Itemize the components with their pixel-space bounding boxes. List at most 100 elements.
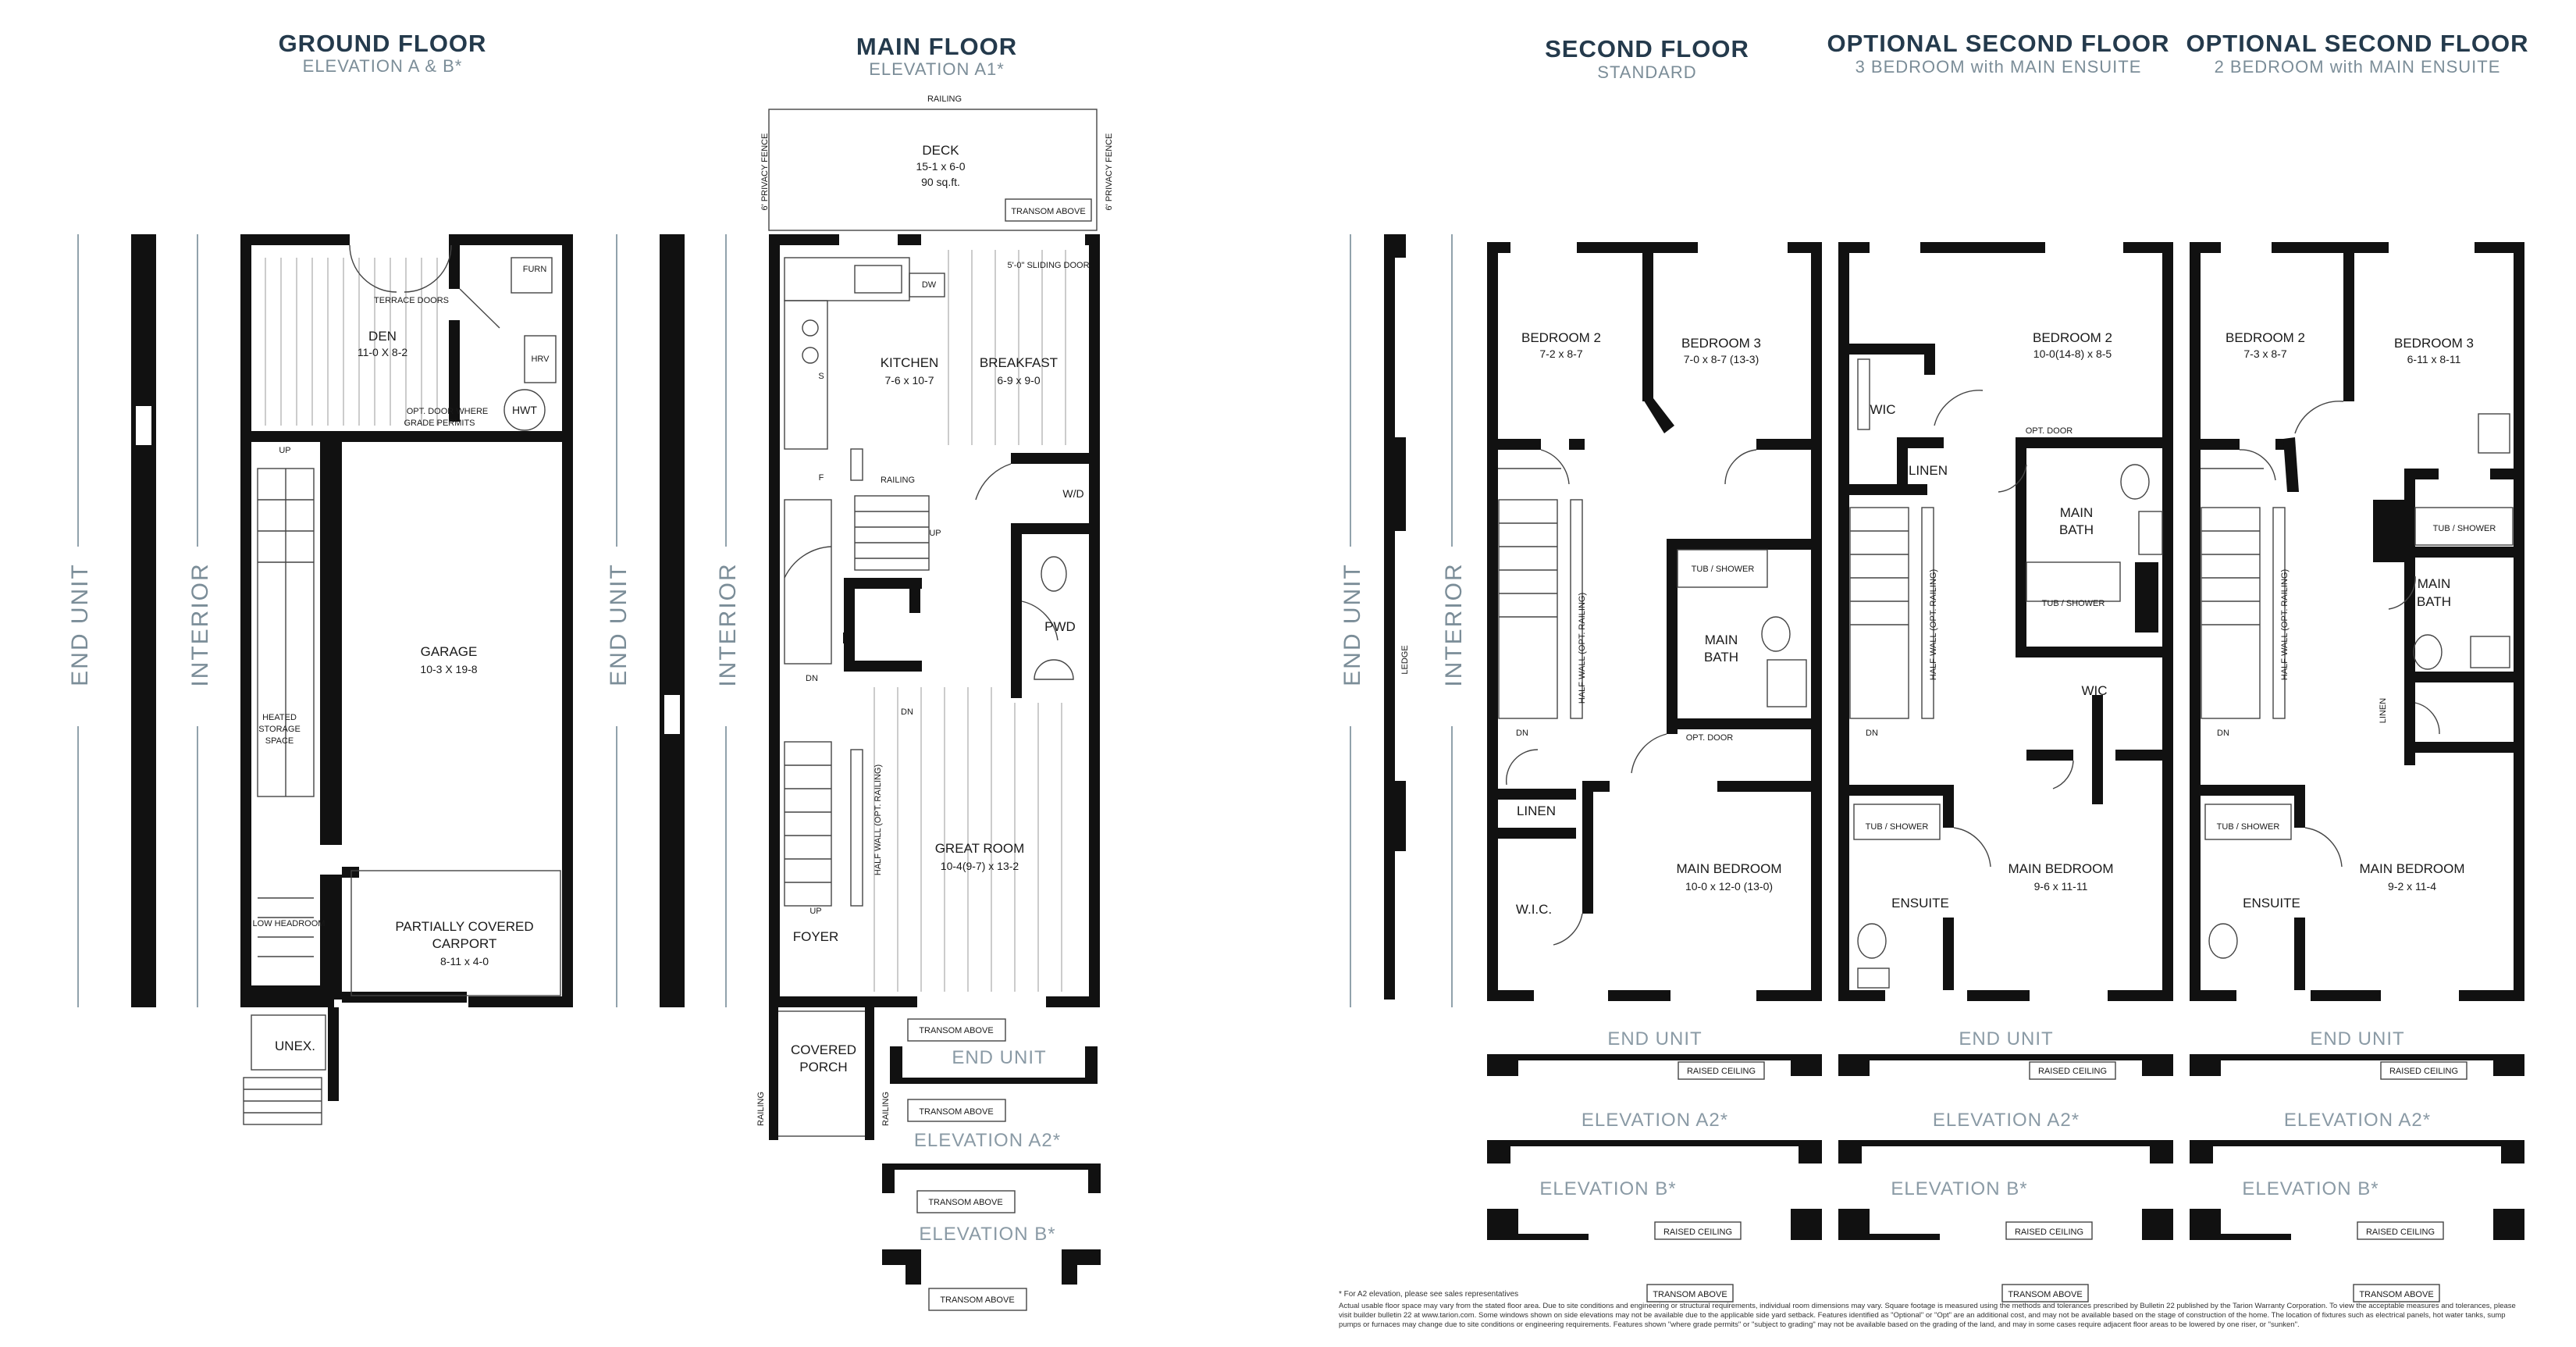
floor-subtitle-ground: ELEVATION A & B* <box>302 56 463 76</box>
hrv-label: HRV <box>531 355 550 364</box>
great-room-label: GREAT ROOM <box>935 841 1025 856</box>
floor-subtitle-opt3: 3 BEDROOM with MAIN ENSUITE <box>1855 57 2142 77</box>
kitchen-size: 7-6 x 10-7 <box>884 374 934 387</box>
second-main-bedroom-size: 10-0 x 12-0 (13-0) <box>1685 880 1773 893</box>
second-raised-ceiling-1: RAISED CEILING <box>1687 1067 1756 1076</box>
floor-title-opt2: OPTIONAL SECOND FLOOR <box>2186 30 2529 57</box>
opt3-elevation-a2: ELEVATION A2* <box>1933 1110 2080 1131</box>
opt3-tub2-label: TUB / SHOWER <box>1866 822 1929 832</box>
carport-label-1: PARTIALLY COVERED <box>395 919 533 934</box>
opt3-main-bedroom: MAIN BEDROOM <box>2008 861 2113 876</box>
storage-label-3: SPACE <box>265 736 294 746</box>
main-end-unit-label: END UNIT <box>952 1047 1046 1068</box>
label-end-unit-main: END UNIT <box>606 563 632 686</box>
elevation-strips-second: RAISED CEILING END UNIT ELEVATION A2* EL… <box>1487 1028 2524 1302</box>
second-bedroom3-size: 7-0 x 8-7 (13-3) <box>1684 353 1759 365</box>
main-up-label: UP <box>929 529 941 538</box>
opt2-tub2-label: TUB / SHOWER <box>2217 822 2280 832</box>
second-half-wall: HALF WALL (OPT. RAILING) <box>1578 593 1587 704</box>
second-floor-plan: BEDROOM 2 7-2 x 8-7 BEDROOM 3 7-0 x 8-7 … <box>1487 242 1822 1001</box>
ground-up-label: UP <box>279 446 290 455</box>
label-end-unit-second: END UNIT <box>1340 563 1365 686</box>
den-size: 11-0 X 8-2 <box>358 346 408 358</box>
main-transom-2: TRANSOM ABOVE <box>919 1107 993 1117</box>
second-transom: TRANSOM ABOVE <box>1653 1290 1727 1299</box>
kitchen-label: KITCHEN <box>881 355 939 370</box>
opt-door-label-2: GRADE PERMITS <box>404 419 475 428</box>
opt2-transom: TRANSOM ABOVE <box>2359 1290 2433 1299</box>
opt2-main-bedroom: MAIN BEDROOM <box>2359 861 2464 876</box>
second-end-unit: END UNIT <box>1607 1028 1702 1049</box>
furn-label: FURN <box>523 265 547 274</box>
opt3-linen-label: LINEN <box>1909 463 1948 478</box>
floor-title-main: MAIN FLOOR <box>856 33 1018 60</box>
main-elevation-a2-label: ELEVATION A2* <box>914 1130 1061 1151</box>
opt2-ensuite-label: ENSUITE <box>2243 896 2300 910</box>
opt3-raised-ceiling-1: RAISED CEILING <box>2038 1067 2107 1076</box>
opt2-bedroom2-size: 7-3 x 8-7 <box>2243 347 2286 360</box>
opt3-main-bath-2: BATH <box>2059 522 2094 537</box>
pwd-label: PWD <box>1044 619 1076 634</box>
opt3-opt-door: OPT. DOOR <box>2026 426 2073 436</box>
floor-subtitle-second: STANDARD <box>1597 62 1697 82</box>
label-interior-second: INTERIOR <box>1441 562 1467 686</box>
breakfast-label: BREAKFAST <box>980 355 1058 370</box>
floor-title-second: SECOND FLOOR <box>1545 35 1749 62</box>
sliding-door-label: 5'-0" SLIDING DOOR <box>1007 261 1089 270</box>
second-bedroom2-size: 7-2 x 8-7 <box>1539 347 1582 360</box>
footnote: * For A2 elevation, please see sales rep… <box>1339 1290 1519 1299</box>
second-main-bath-1: MAIN <box>1705 633 1738 647</box>
deck-label: DECK <box>922 143 959 158</box>
label-interior-ground: INTERIOR <box>187 562 213 686</box>
second-bedroom2-label: BEDROOM 2 <box>1521 330 1601 345</box>
side-guides-main: END UNIT INTERIOR <box>606 234 741 1007</box>
opt2-raised-ceiling-1: RAISED CEILING <box>2389 1067 2458 1076</box>
opt2-elevation-a2: ELEVATION A2* <box>2284 1110 2431 1131</box>
privacy-fence-right: 6' PRIVACY FENCE <box>1105 134 1114 211</box>
opt3-floor-plan: BEDROOM 2 10-0(14-8) x 8-5 WIC LINEN OPT… <box>1838 242 2173 1001</box>
opt3-tub-label: TUB / SHOWER <box>2042 599 2105 608</box>
opt2-main-bedroom-size: 9-2 x 11-4 <box>2388 880 2436 893</box>
unex-label: UNEX. <box>275 1039 315 1053</box>
main-transom-1: TRANSOM ABOVE <box>919 1026 993 1035</box>
opt2-raised-ceiling-2: RAISED CEILING <box>2366 1228 2435 1237</box>
opt2-floor-plan: BEDROOM 2 7-3 x 8-7 BEDROOM 3 6-11 x 8-1… <box>2190 242 2524 1001</box>
opt2-main-bath-1: MAIN <box>2418 576 2451 591</box>
porch-label-1: COVERED <box>791 1042 856 1057</box>
main-half-wall-label: HALF WALL (OPT. RAILING) <box>873 764 883 875</box>
floor-subtitle-opt2: 2 BEDROOM with MAIN ENSUITE <box>2214 57 2501 77</box>
storage-label-2: STORAGE <box>258 725 301 734</box>
opt2-linen-label: LINEN <box>2379 698 2388 723</box>
second-linen: LINEN <box>1517 804 1556 818</box>
opt3-end-unit: END UNIT <box>1959 1028 2053 1049</box>
opt3-wic-label: WIC <box>1870 402 1895 417</box>
opt2-bedroom3-label: BEDROOM 3 <box>2394 336 2474 351</box>
opt-door-label-1: OPT. DOOR WHERE <box>407 407 489 416</box>
main-transom-3: TRANSOM ABOVE <box>928 1198 1002 1207</box>
opt2-half-wall: HALF WALL (OPT. RAILING) <box>2280 569 2290 680</box>
porch-label-2: PORCH <box>799 1060 847 1074</box>
main-railing-label: RAILING <box>881 476 915 485</box>
second-opt-door: OPT. DOOR <box>1686 733 1734 743</box>
terrace-doors-label: TERRACE DOORS <box>374 296 449 305</box>
ground-floor-plan: TERRACE DOORS DEN 11-0 X 8-2 FURN HRV HW… <box>240 234 573 1125</box>
opt2-bedroom3-size: 6-11 x 8-11 <box>2407 353 2461 365</box>
breakfast-size: 6-9 x 9-0 <box>997 374 1040 387</box>
second-elevation-b: ELEVATION B* <box>1539 1178 1676 1199</box>
carport-size: 8-11 x 4-0 <box>440 955 489 967</box>
porch-railing-left: RAILING <box>756 1092 766 1126</box>
opt3-main-bedroom-size: 9-6 x 11-11 <box>2034 880 2088 893</box>
garage-label: GARAGE <box>421 644 478 659</box>
s-label: S <box>818 372 824 381</box>
disclaimer: Actual usable floor space may vary from … <box>1339 1302 2516 1329</box>
privacy-fence-left: 6' PRIVACY FENCE <box>760 134 770 211</box>
opt3-bedroom2-size: 10-0(14-8) x 8-5 <box>2033 347 2112 360</box>
opt3-half-wall: HALF WALL (OPT. RAILING) <box>1929 569 1938 680</box>
den-label: DEN <box>368 329 397 344</box>
side-guides-second: END UNIT INTERIOR LEDGE <box>1340 234 1467 1007</box>
second-main-bedroom: MAIN BEDROOM <box>1676 861 1781 876</box>
deck-size: 15-1 x 6-0 <box>916 160 965 173</box>
opt2-elevation-b: ELEVATION B* <box>2242 1178 2379 1199</box>
wd-label: W/D <box>1062 487 1083 500</box>
